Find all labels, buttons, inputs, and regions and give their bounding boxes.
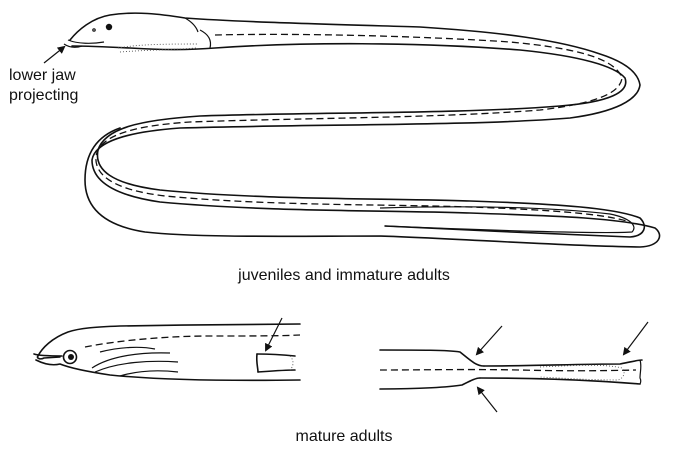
anal-fin-arrow-icon	[478, 388, 497, 412]
lower-jaw-label-line1: lower jaw	[9, 66, 76, 85]
lower-jaw-label-line2: projecting	[9, 86, 78, 105]
mature-adult-tail-drawing	[380, 322, 648, 412]
lower-jaw-arrow-icon	[44, 47, 64, 63]
dorsal-fin-arrow-icon	[477, 326, 502, 354]
mature-adult-head-drawing	[34, 318, 300, 380]
tail-fin-arrow-icon	[624, 322, 648, 354]
mature-pectoral-arrow-icon	[266, 318, 282, 350]
juveniles-caption: juveniles and immature adults	[0, 266, 688, 285]
juvenile-eye-icon	[106, 24, 112, 30]
juvenile-eel-drawing	[44, 13, 660, 247]
mature-adults-caption: mature adults	[0, 427, 688, 446]
